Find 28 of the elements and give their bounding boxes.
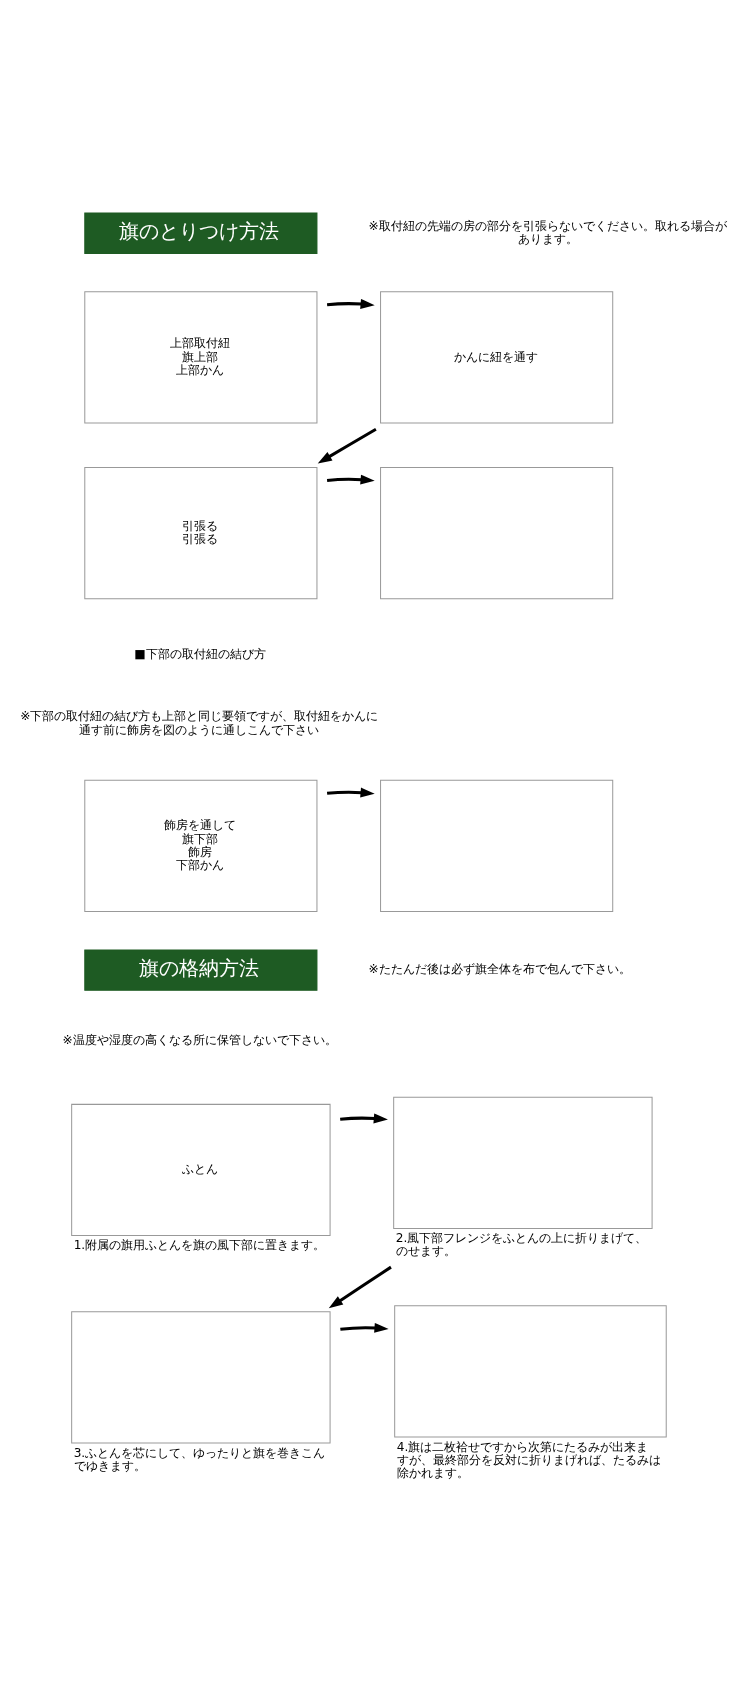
arrow (340, 1113, 388, 1123)
node-box: 旗のとりつけ方法 (84, 212, 318, 254)
node-box: 上部取付紐 旗上部 上部かん (84, 290, 318, 423)
node-box (71, 1310, 331, 1444)
node-box: 引張る 引張る (84, 466, 318, 599)
node-box (393, 1096, 653, 1229)
label: ■下部の取付紐の結び方 (134, 646, 266, 661)
arrow (326, 298, 375, 309)
node-box: 飾房を通して 旗下部 飾房 下部かん (84, 779, 318, 912)
node-label: 2.風下部フレンジをふとんの上に折りまげて、のせます。 (395, 1230, 648, 1258)
label: ※たたんだ後は必ず旗全体を布で包んで下さい。 (368, 961, 631, 976)
arrow (328, 1265, 392, 1308)
label: ※取付紐の先端の房の部分を引張らないでください。取れる場合があります。 (368, 218, 727, 246)
node-box (380, 779, 614, 912)
arrow (340, 1322, 389, 1333)
arrow (326, 474, 375, 485)
node-box: ふとん (71, 1103, 331, 1236)
node-label: 3.ふとんを芯にして、ゆったりと旗を巻きこんでゆきます。 (73, 1445, 326, 1473)
node-box: かんに紐を通す (380, 290, 614, 423)
node-label: 1.附属の旗用ふとんを旗の風下部に置きます。 (73, 1237, 326, 1252)
label: ※下部の取付紐の結び方も上部と同じ要領ですが、取付紐をかんに通す前に飾房を図のように通しこんで下さい (20, 708, 379, 737)
node-box (380, 466, 614, 599)
label: ※温度や湿度の高くなる所に保管しないで下さい。 (62, 1032, 337, 1047)
node-label: 4.旗は二枚袷せですから次第にたるみが出来ますが、最終部分を反対に折りまげれば、たるみは除かれます。 (396, 1439, 661, 1480)
node-box: 旗の格納方法 (84, 948, 318, 991)
arrow (326, 787, 375, 797)
node-box (394, 1304, 667, 1437)
arrow (317, 427, 377, 463)
